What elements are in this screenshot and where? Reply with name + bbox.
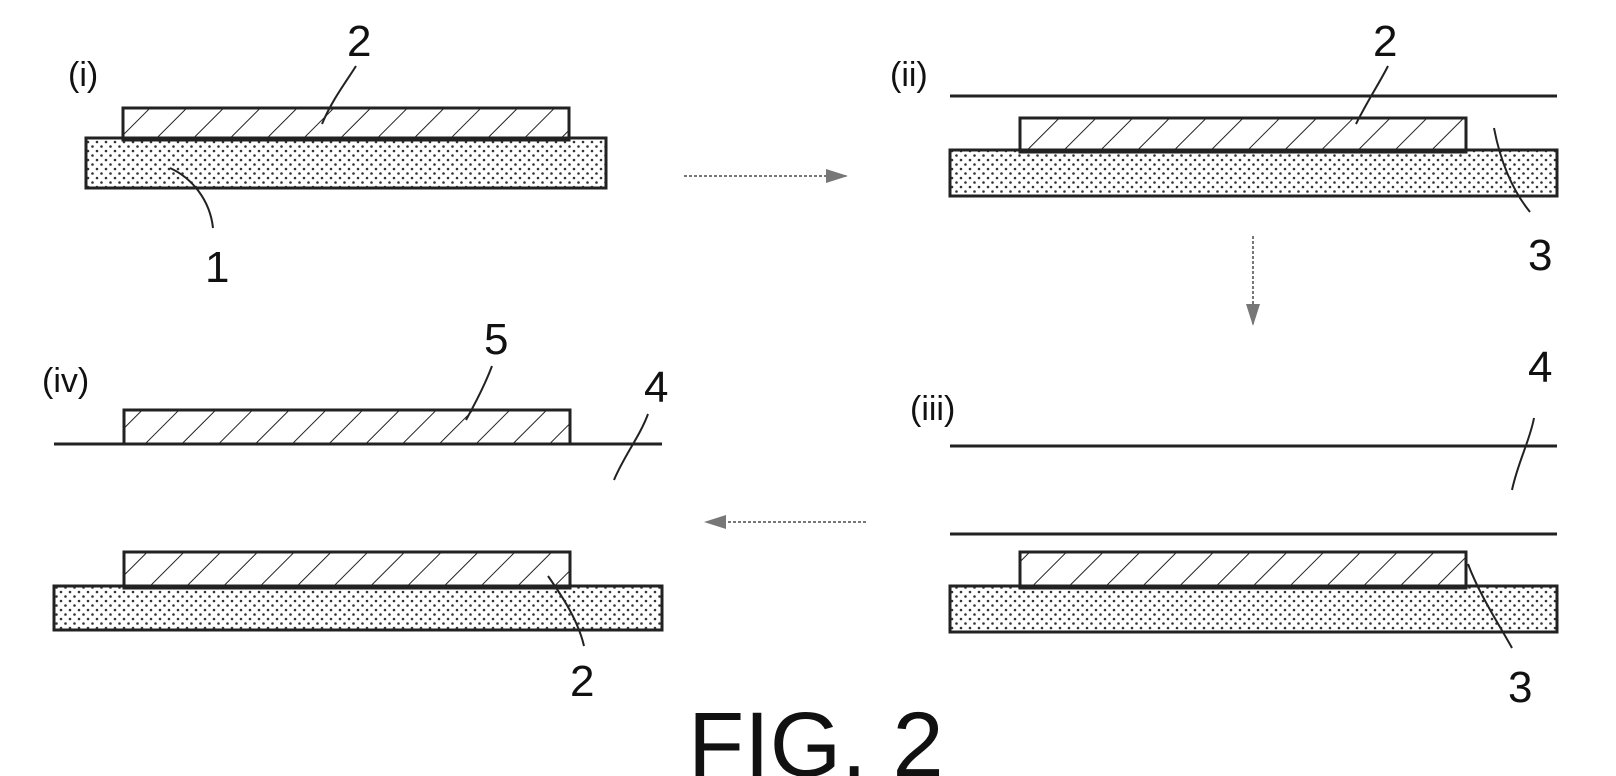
ref-number-2: 2 [1373,17,1397,66]
panel-label-ii: (ii) [890,56,928,94]
pattern-layer-2 [123,108,569,140]
panel-label-iii: (iii) [910,390,955,428]
panel-i: (i) 2 1 [68,17,606,292]
ref-number-3: 3 [1528,231,1552,280]
substrate-1 [950,150,1557,196]
ref-number-3: 3 [1508,663,1532,712]
transferred-pattern-5 [124,410,570,444]
ref-number-4: 4 [1528,343,1552,392]
ref-number-2: 2 [570,657,594,706]
ref-number-1: 1 [205,243,229,292]
leader-line-4 [1512,418,1534,490]
ref-number-5: 5 [484,315,508,364]
pattern-layer-2 [1020,118,1466,152]
substrate-1 [54,586,662,630]
substrate-1 [950,586,1557,632]
pattern-layer-2 [124,552,570,588]
panel-iii: (iii) 4 3 [910,343,1557,712]
pattern-layer-2 [1020,552,1466,588]
substrate-1 [86,138,606,188]
panel-iv: (iv) 5 4 2 [42,315,668,706]
panel-label-iv: (iv) [42,362,89,400]
leader-line-4 [614,414,648,480]
ref-number-2: 2 [347,17,371,66]
figure-title: FIG. 2 [688,694,944,776]
ref-number-4: 4 [644,363,668,412]
panel-ii: (ii) 2 3 [890,17,1557,280]
panel-label-i: (i) [68,56,98,94]
